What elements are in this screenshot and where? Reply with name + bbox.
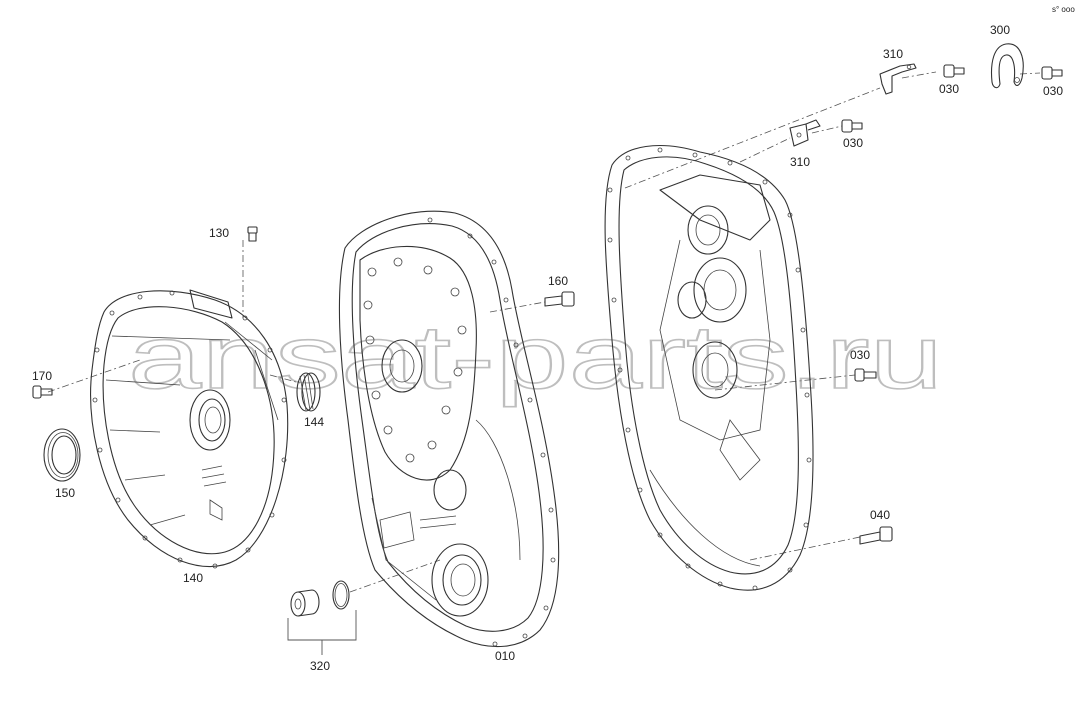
callout-150: 150 [55,486,75,500]
callout-144: 144 [304,415,324,429]
bolt-170 [32,385,53,399]
corner-mark: s° ooo [1052,5,1075,14]
callout-030-middle: 030 [843,136,863,150]
callout-310-upper: 310 [883,47,903,61]
callout-170: 170 [32,369,52,383]
callout-300: 300 [990,23,1010,37]
screw-030-top-left [943,64,965,78]
callout-140: 140 [183,571,203,585]
watermark-text: ansat-parts.ru [128,308,943,408]
seal-150 [43,428,81,482]
assembly-lines [47,71,1041,655]
part-320-bushing-oring [290,580,350,617]
housing-010 [338,210,560,648]
callout-310-lower: 310 [790,155,810,169]
screw-030-right [854,368,877,382]
screw-130 [247,226,258,242]
callout-160: 160 [548,274,568,288]
bearing-144 [296,372,321,412]
bolt-040 [859,526,893,545]
callout-320: 320 [310,659,330,673]
screw-030-top-right [1041,66,1063,80]
housing-rear [604,145,814,591]
callout-010: 010 [495,649,515,663]
screw-030-middle [841,119,863,133]
callout-030-top-right: 030 [1043,84,1063,98]
callout-130: 130 [209,226,229,240]
callout-labels: 300 310 030 030 310 030 130 160 170 144 … [32,23,1063,673]
housing-140 [90,289,289,569]
callout-030-top-left: 030 [939,82,959,96]
part-310-lower-bracket [789,119,821,147]
part-300-bracket [990,43,1024,89]
callout-040: 040 [870,508,890,522]
part-310-upper-bracket [879,63,917,95]
bolt-160 [544,291,575,307]
callout-030-right: 030 [850,348,870,362]
